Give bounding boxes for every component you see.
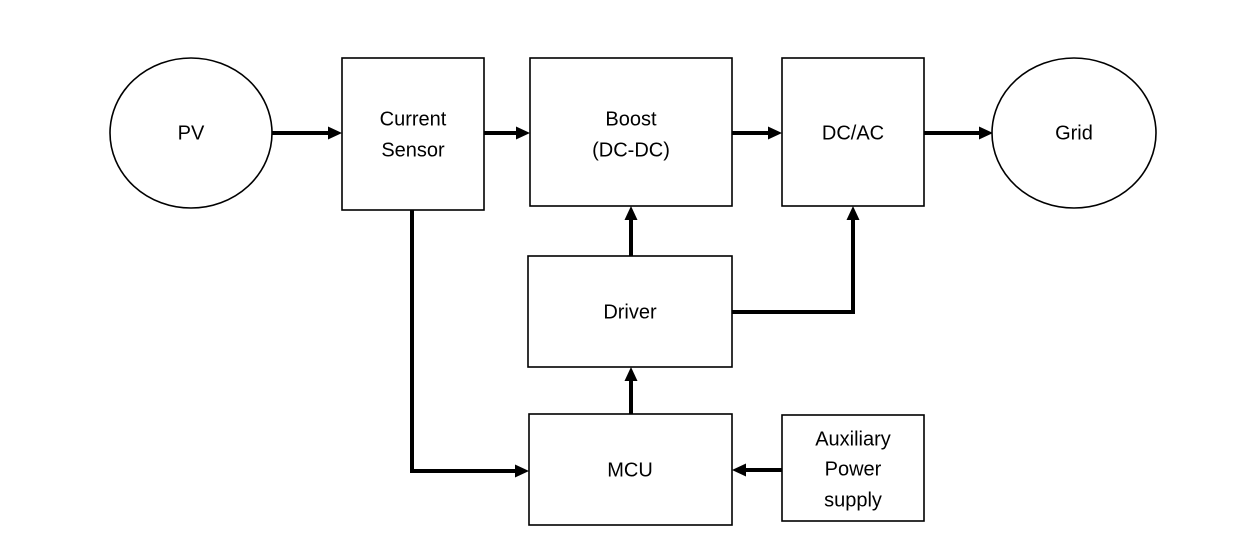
arrow-head-icon (768, 126, 782, 140)
mcu-rect[interactable] (528, 413, 733, 526)
aux-label-line-3: supply (824, 489, 882, 511)
node-current-sensor[interactable]: Current Sensor (341, 57, 485, 211)
node-layer: PV Current Sensor Boost (DC-DC) DC/AC Gr… (109, 57, 1157, 526)
connector-aux-to-mcu (732, 463, 782, 477)
driver-label: Driver (603, 301, 657, 323)
node-grid[interactable]: Grid (991, 57, 1157, 209)
connector-current-sensor-to-boost (484, 126, 530, 140)
grid-ellipse[interactable] (991, 57, 1157, 209)
current-sensor-rect[interactable] (341, 57, 485, 211)
connector-pv-to-current-sensor (272, 126, 342, 140)
aux-label-line-1: Auxiliary (815, 428, 891, 450)
arrow-head-icon (846, 206, 860, 220)
node-aux-power-supply[interactable]: Auxiliary Power supply (781, 414, 925, 522)
connector-mcu-to-driver (624, 367, 638, 414)
arrow-head-icon (516, 126, 530, 140)
connector-dcac-to-grid (924, 126, 993, 140)
boost-rect[interactable] (529, 57, 733, 207)
boost-label-line-1: Boost (605, 108, 657, 130)
grid-label: Grid (1055, 122, 1093, 144)
pv-ellipse[interactable] (109, 57, 273, 209)
current-sensor-label-line-2: Sensor (381, 139, 445, 161)
node-dcac[interactable]: DC/AC (781, 57, 925, 207)
pv-label: PV (178, 122, 205, 144)
current-sensor-label-line-1: Current (380, 108, 447, 130)
dcac-rect[interactable] (781, 57, 925, 207)
boost-label-line-2: (DC-DC) (592, 139, 670, 161)
arrow-head-icon (732, 463, 746, 477)
arrow-head-icon (624, 206, 638, 220)
connector-line (732, 217, 855, 314)
driver-rect[interactable] (527, 255, 733, 368)
connector-line (410, 210, 518, 473)
dcac-label: DC/AC (822, 122, 884, 144)
node-mcu[interactable]: MCU (528, 413, 733, 526)
aux-power-supply-rect[interactable] (781, 414, 925, 522)
arrow-head-icon (979, 126, 993, 140)
aux-label-line-2: Power (825, 458, 882, 480)
node-pv[interactable]: PV (109, 57, 273, 209)
node-driver[interactable]: Driver (527, 255, 733, 368)
connector-layer (272, 126, 993, 478)
connector-boost-to-dcac (732, 126, 782, 140)
mcu-label: MCU (607, 459, 653, 481)
arrow-head-icon (624, 367, 638, 381)
arrow-head-icon (515, 464, 529, 478)
connector-driver-to-dcac (732, 206, 860, 314)
arrow-head-icon (328, 126, 342, 140)
connector-driver-to-boost (624, 206, 638, 256)
connector-current-sensor-to-mcu (410, 210, 529, 478)
node-boost[interactable]: Boost (DC-DC) (529, 57, 733, 207)
